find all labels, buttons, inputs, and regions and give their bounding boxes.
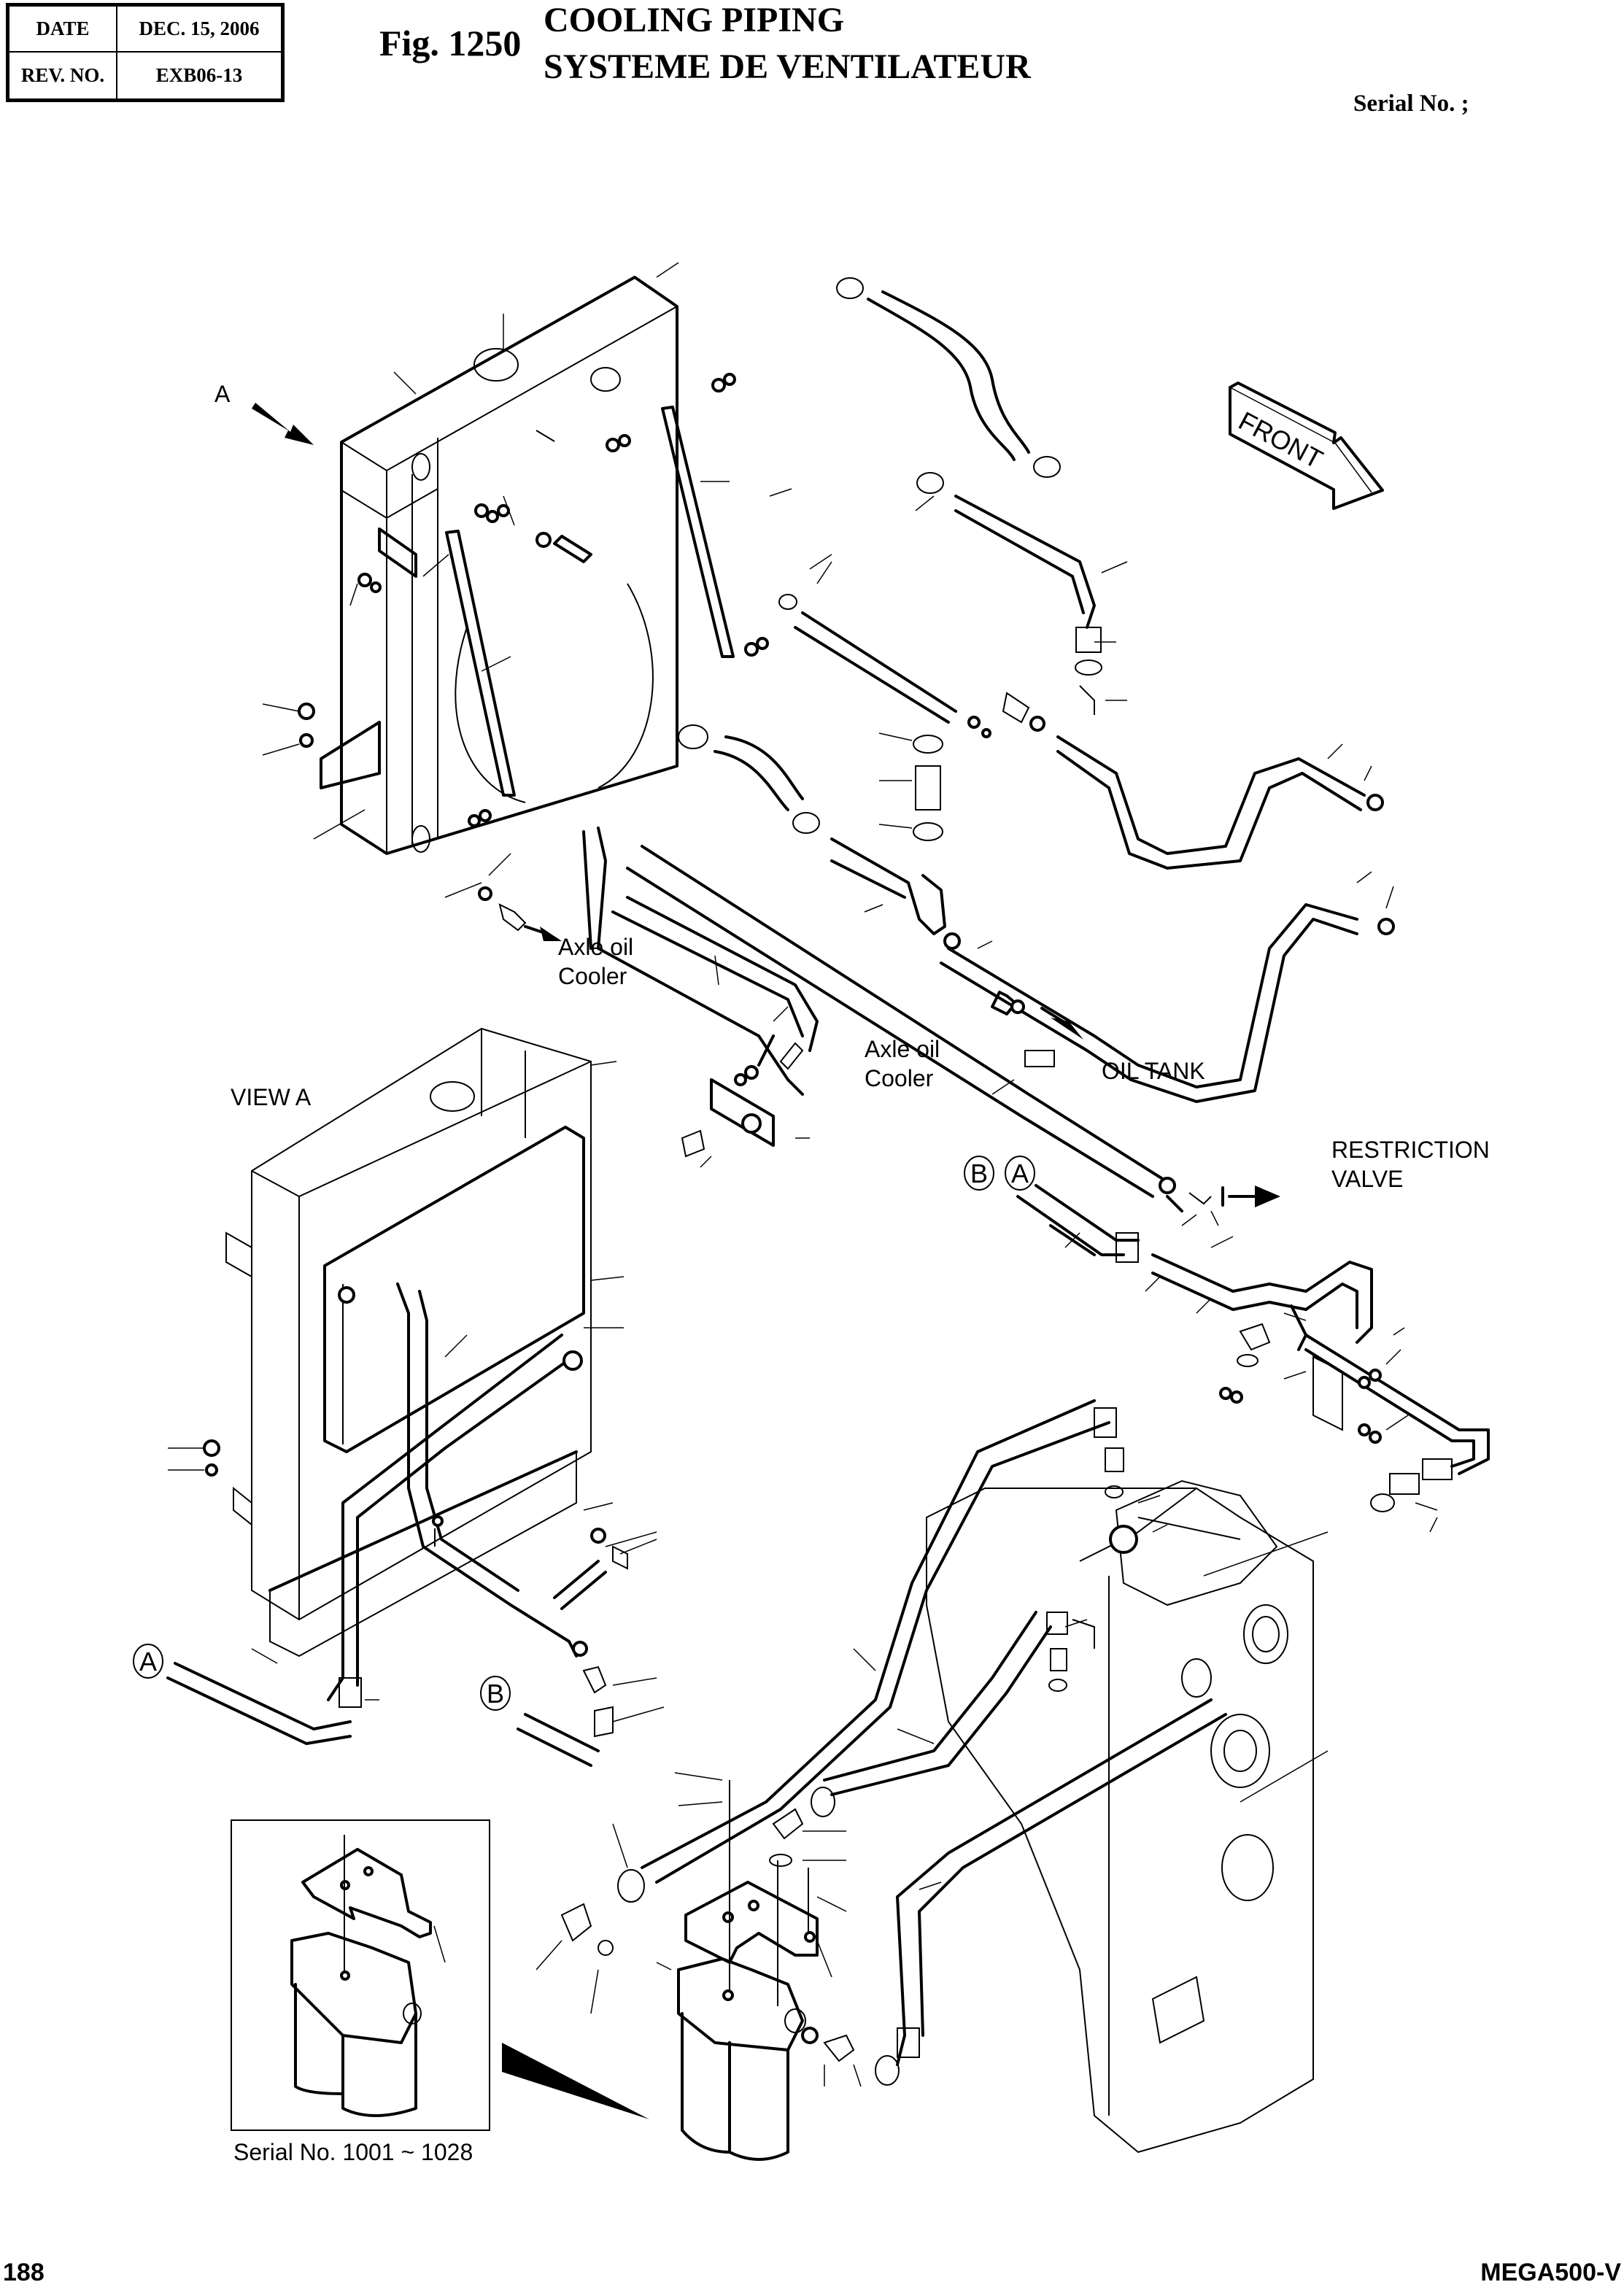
inset-pointer-arrow-icon [502, 2043, 649, 2119]
callout-a-view-label: A [139, 1647, 157, 1676]
callout-b-label: B [970, 1158, 988, 1188]
cooler-lines-ab [1016, 1184, 1490, 1533]
callout-a-label: A [1011, 1158, 1029, 1188]
view-a-label: VIEW A [231, 1084, 312, 1110]
revision-table: DATE DEC. 15, 2006 REV. NO. EXB06-13 [6, 3, 285, 102]
date-value: DEC. 15, 2006 [117, 7, 281, 53]
oil-filter-assembly [656, 1772, 862, 2161]
oil-tank-arrow-icon [1051, 1018, 1083, 1040]
date-label: DATE [9, 7, 117, 53]
serial-number-label: Serial No. ; [1353, 90, 1469, 117]
view-direction-arrow-icon [252, 403, 314, 445]
radiator-cap [473, 348, 519, 382]
axle-oil-cooler-lines [478, 827, 1280, 1226]
inset-serial-label: Serial No. 1001 ~ 1028 [233, 2139, 473, 2165]
stay-rod-left [445, 530, 516, 797]
callout-markers: B A A B [133, 1156, 1035, 1711]
rev-value: EXB06-13 [155, 64, 243, 86]
model-name: MEGA500-V [1480, 2259, 1621, 2286]
inset-detail-box [231, 1819, 490, 2131]
upper-hoses [678, 277, 1395, 1103]
front-direction-arrow: FRONT [1229, 382, 1384, 510]
title-english: COOLING PIPING [544, 1, 845, 39]
transmission-assembly [926, 1479, 1329, 2154]
view-direction-label: A [214, 381, 231, 407]
figure-number: Fig. 1250 [379, 23, 522, 63]
page-number: 188 [3, 2259, 45, 2286]
stay-rod-right [661, 406, 735, 658]
restriction-valve-arrow-icon [1255, 1185, 1280, 1207]
radiator-assembly [262, 262, 792, 898]
axle-oil-arrow-icon [540, 927, 562, 941]
oil-tank-label: OIL TANK [1102, 1058, 1205, 1084]
axle-oil-cooler-label-1: Axle oil Cooler [558, 934, 634, 989]
title-french: SYSTEME DE VENTILATEUR [544, 47, 1031, 86]
view-a-radiator [166, 1027, 665, 1767]
front-arrow-label: FRONT [1234, 406, 1328, 474]
axle-oil-cooler-label-2: Axle oil Cooler [865, 1036, 940, 1091]
restriction-valve-label: RESTRICTION VALVE [1331, 1137, 1490, 1192]
filter-hoses [535, 1399, 1227, 2086]
callout-b-view-label: B [487, 1679, 504, 1709]
rev-label: REV. NO. [9, 53, 117, 98]
